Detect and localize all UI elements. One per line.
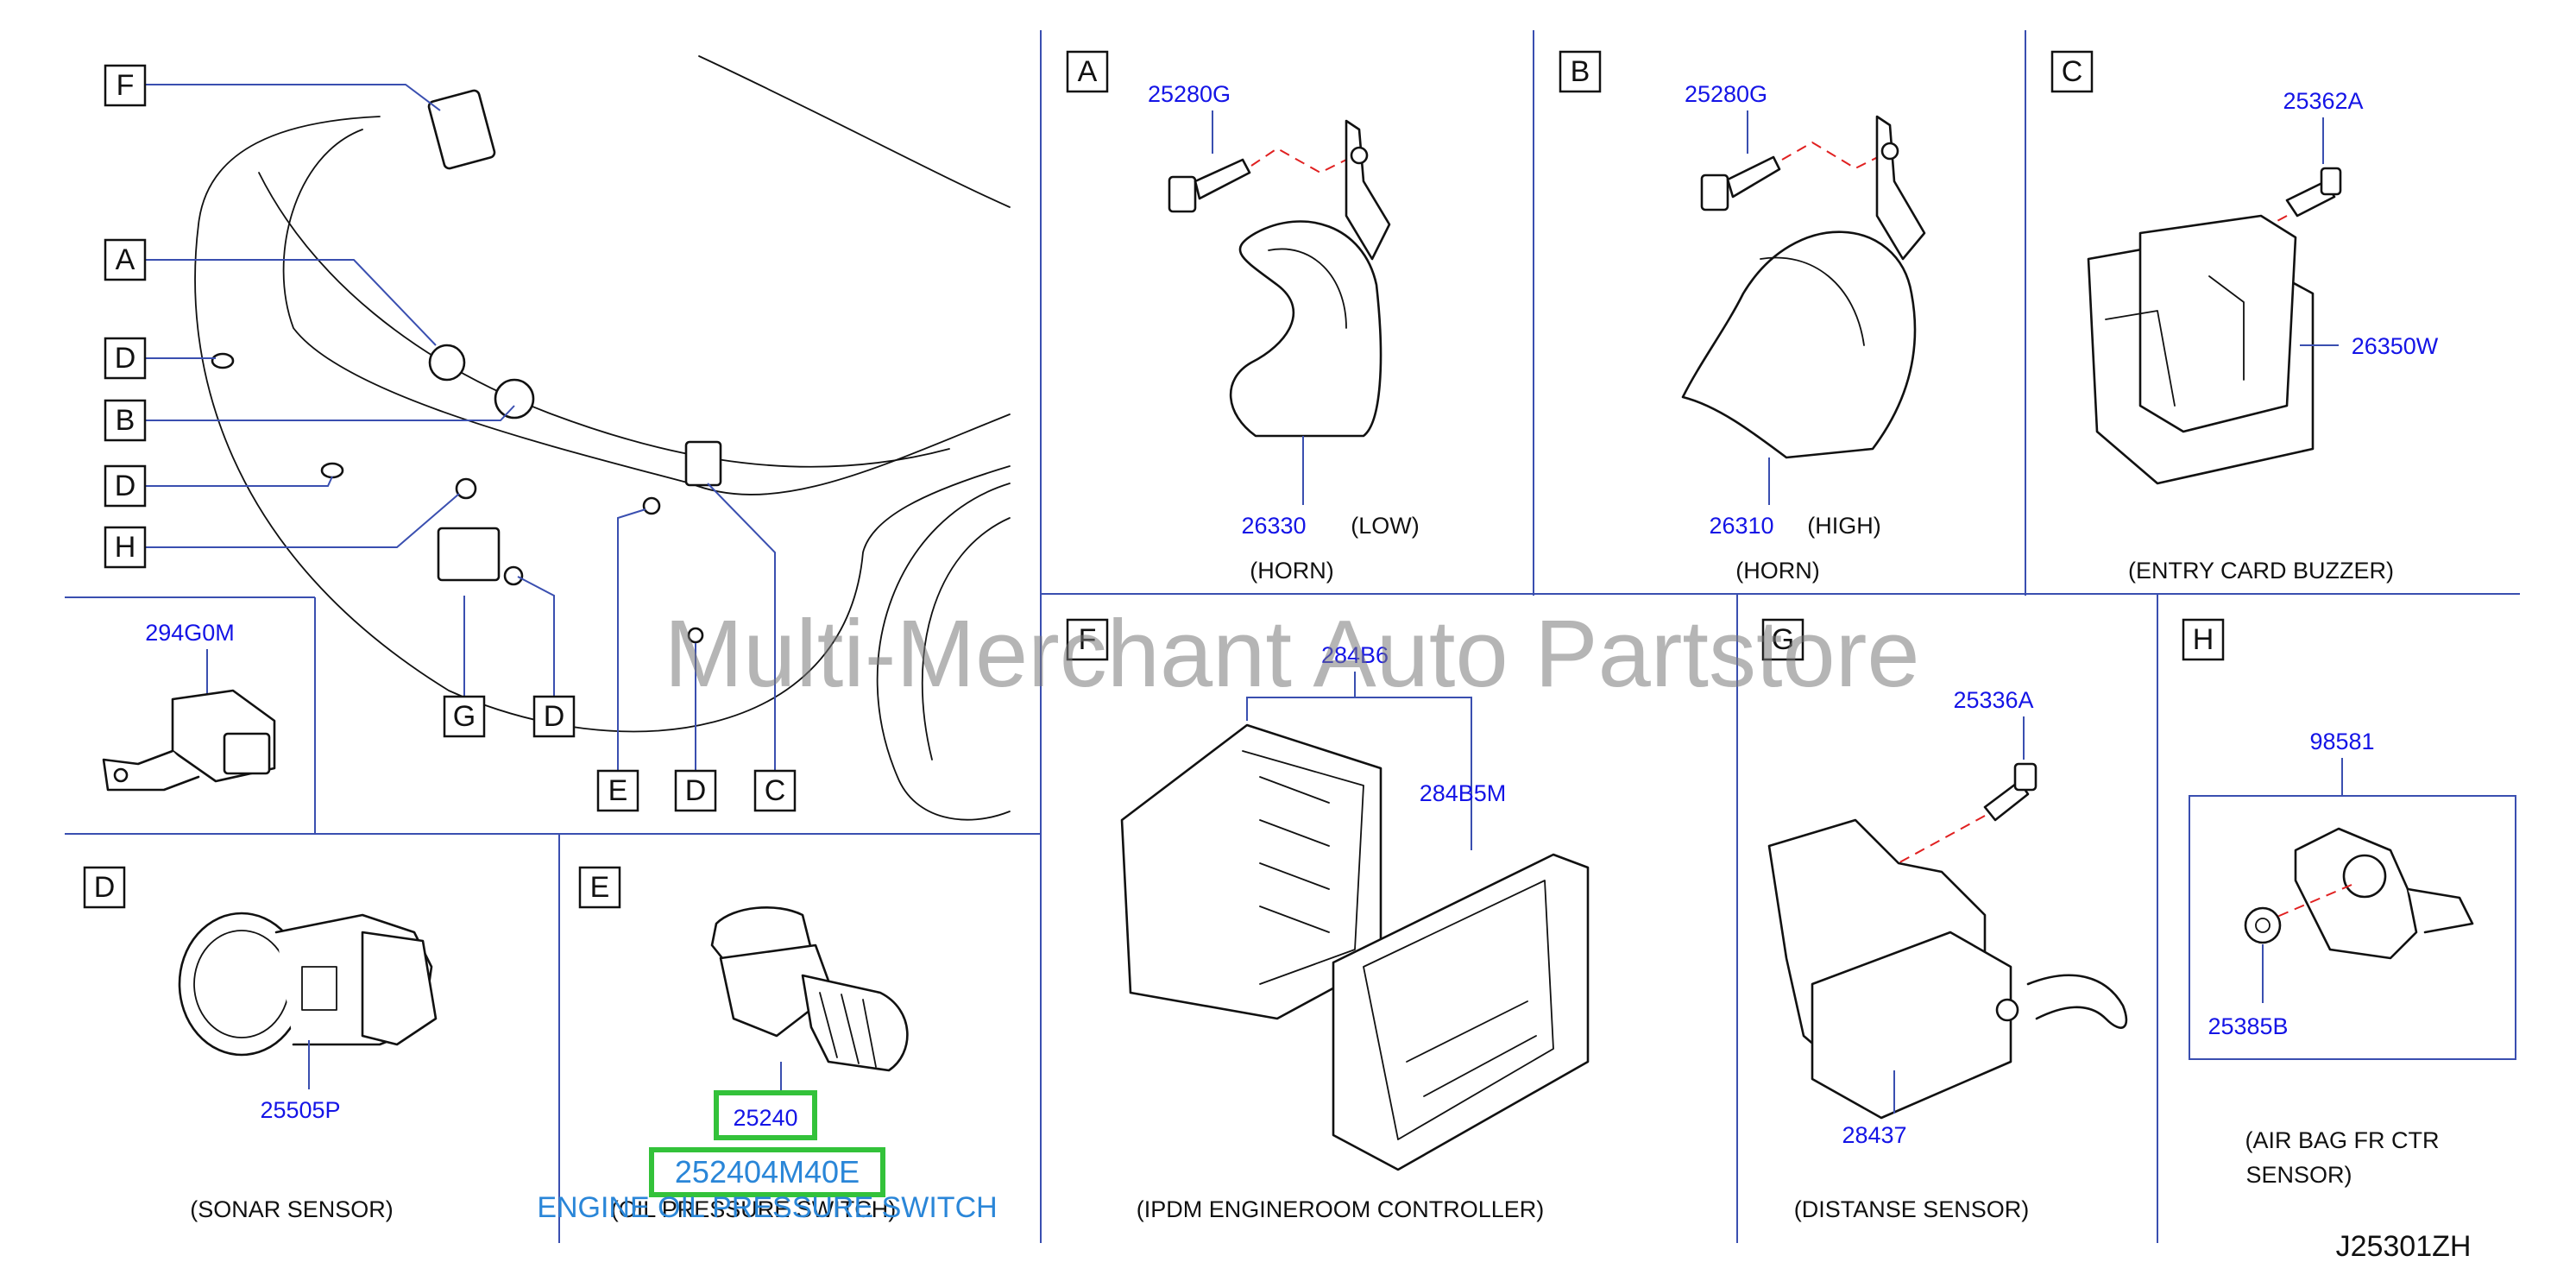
svg-text:(LOW): (LOW) (1351, 513, 1419, 539)
svg-text:294G0M: 294G0M (145, 620, 235, 646)
svg-text:C: C (2062, 55, 2083, 88)
svg-text:(AIR BAG FR CTR: (AIR BAG FR CTR (2245, 1127, 2439, 1153)
svg-text:E: E (590, 871, 610, 904)
svg-text:H: H (115, 531, 136, 564)
svg-text:284B6: 284B6 (1321, 642, 1389, 668)
connector-294g0m: 294G0M (102, 620, 276, 792)
bolt-25280g-a (1168, 158, 1251, 213)
watermark: Multi-Merchant Auto Partstore (664, 601, 1919, 707)
svg-text:(DISTANSE SENSOR): (DISTANSE SENSOR) (1794, 1196, 2030, 1222)
bolt-25280g-b (1700, 155, 1781, 211)
svg-text:D: D (115, 342, 136, 375)
sonar-sensor (178, 912, 438, 1057)
svg-text:B: B (1571, 55, 1590, 88)
svg-text:(SONAR SENSOR): (SONAR SENSOR) (190, 1196, 394, 1222)
horn-low (1229, 119, 1391, 438)
overview-label-b: B (104, 399, 147, 442)
svg-text:(IPDM ENGINEROOM CONTROL: (IPDM ENGINEROOM CONTROLLER) (1137, 1196, 1545, 1222)
overview-leaders (145, 84, 776, 791)
overview-label-h: H (104, 526, 147, 569)
svg-text:D: D (685, 774, 707, 807)
svg-text:25505P: 25505P (260, 1097, 340, 1123)
overview-label-d: D (674, 769, 717, 812)
distance-sensor (1767, 818, 2128, 1120)
svg-text:F: F (117, 69, 135, 102)
svg-text:(ENTRY CARD BUZZER): (ENTRY CARD BUZZER) (2128, 558, 2394, 584)
panel-grid (65, 30, 2520, 1243)
svg-text:A: A (1078, 55, 1098, 88)
panel-h: H 98581 25385B (AIR BAG FR CTR SENSOR) (2182, 618, 2516, 1188)
svg-text:F: F (1079, 623, 1097, 656)
svg-text:B: B (116, 404, 135, 437)
svg-text:C: C (765, 774, 786, 807)
svg-text:H: H (2193, 623, 2214, 656)
nut-25385b (2244, 906, 2282, 944)
svg-text:G: G (1772, 623, 1794, 656)
overview-drawing (194, 55, 1011, 821)
ipdm-frame (1332, 853, 1590, 1171)
svg-text:25385B: 25385B (2208, 1013, 2288, 1039)
overview-label-d: D (104, 464, 147, 508)
oil-pressure-switch (710, 906, 909, 1072)
svg-text:SENSOR): SENSOR) (2245, 1162, 2352, 1188)
panel-c: C 25362A 26350W (ENTRY CARD BUZZER) (2050, 50, 2439, 584)
horn-high (1681, 115, 1926, 459)
svg-text:26330: 26330 (1241, 513, 1306, 539)
part-number-highlight (714, 1090, 817, 1140)
overview-label-f: F (104, 64, 147, 107)
full-part-number: 252404M40E (675, 1154, 860, 1190)
svg-text:25280G: 25280G (1685, 81, 1767, 107)
air-bag-sensor (2294, 827, 2474, 960)
panel-a: A 25280G 26330 (LOW) (HORN) (1066, 50, 1420, 584)
overview-label-d: D (104, 337, 147, 380)
panel-d: D 25505P (SONAR SENSOR) (83, 866, 438, 1222)
svg-text:25240: 25240 (733, 1105, 797, 1131)
svg-text:(OIL PRESSURE SWITCH): (OIL PRESSURE SWITCH) (611, 1196, 897, 1222)
svg-text:26310: 26310 (1709, 513, 1773, 539)
overview-letter-boxes: F A D B D H G D (104, 64, 797, 812)
svg-text:D: D (115, 470, 136, 502)
svg-text:D: D (94, 871, 116, 904)
svg-text:98581: 98581 (2309, 729, 2374, 754)
panel-b: B 25280G 26310 (HIGH) (HORN) (1559, 50, 1926, 584)
overview-label-d: D (532, 695, 576, 738)
svg-text:E: E (608, 774, 628, 807)
svg-text:(HORN): (HORN) (1735, 558, 1819, 584)
svg-text:26350W: 26350W (2352, 333, 2439, 359)
svg-text:G: G (453, 700, 476, 733)
overview-label-e: E (596, 769, 639, 812)
svg-text:28437: 28437 (1842, 1122, 1906, 1148)
panel-g: G 25336A 28437 (DISTANSE SENSOR) (1761, 618, 2128, 1222)
svg-text:25362A: 25362A (2283, 88, 2363, 114)
drawing-code: J25301ZH (2336, 1230, 2472, 1263)
panel-f: F 284B6 284B5M (IPDM ENGINEROOM CONTROLL… (1066, 618, 1590, 1222)
overview-label-a: A (104, 238, 147, 281)
panel-e: E 25240 (OIL PRESSURE SWITCH) 252404M40E… (537, 866, 998, 1224)
part-name-overlay: ENGINE OIL PRESSURE SWITCH (537, 1191, 997, 1224)
overview-label-c: C (753, 769, 797, 812)
overview-label-g: G (443, 695, 486, 738)
svg-text:A: A (116, 243, 135, 276)
svg-text:(HORN): (HORN) (1250, 558, 1333, 584)
svg-text:D: D (544, 700, 565, 733)
svg-text:25336A: 25336A (1953, 687, 2033, 713)
svg-text:25280G: 25280G (1148, 81, 1231, 107)
entry-card-buzzer (2087, 214, 2315, 485)
full-part-number-highlight (649, 1147, 885, 1197)
svg-text:284B5M: 284B5M (1420, 780, 1507, 806)
svg-text:(HIGH): (HIGH) (1807, 513, 1880, 539)
